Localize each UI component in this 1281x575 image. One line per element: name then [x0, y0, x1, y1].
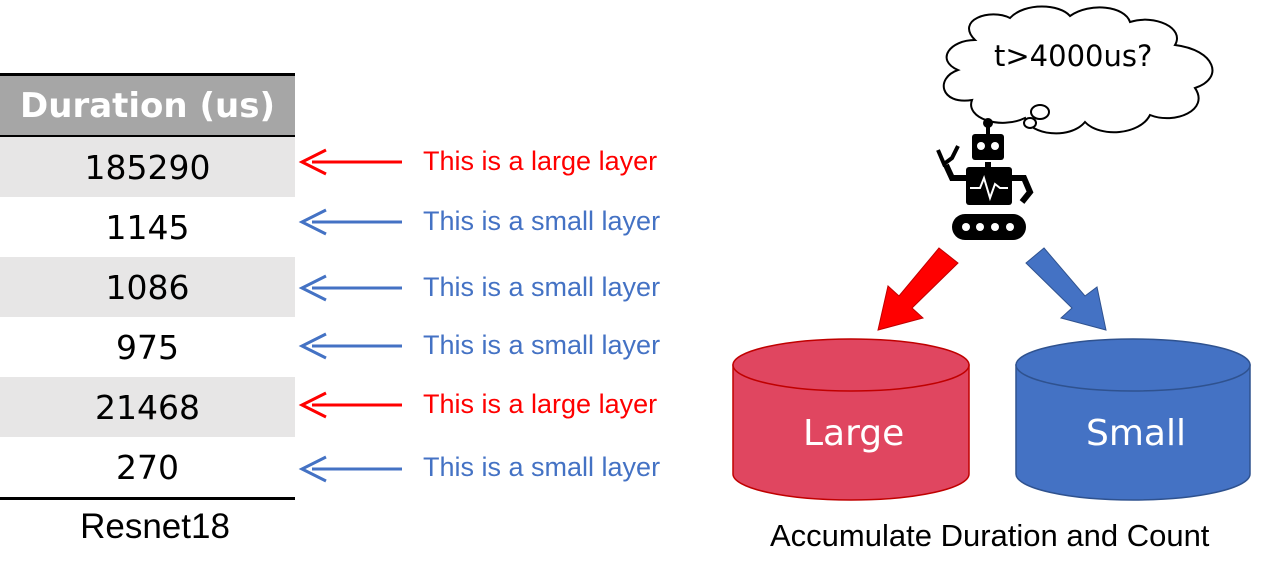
thought-cloud-icon [942, 5, 1214, 135]
table-header: Duration (us) [0, 76, 295, 135]
small-bucket-icon [1015, 338, 1251, 501]
arrow-left-icon [298, 391, 402, 419]
large-bucket-icon [732, 338, 970, 501]
table-row: 1145 [105, 207, 190, 247]
table-top-rule [0, 73, 295, 76]
annotation-label: This is a small layer [423, 206, 661, 236]
annotation-label: This is a large layer [423, 389, 658, 419]
arrow-left-icon [298, 332, 402, 360]
thought-text: t>4000us? [994, 39, 1153, 73]
table-bottom-rule [0, 497, 295, 500]
table-row: 270 [116, 447, 179, 487]
small-bucket-label: Small [1086, 413, 1186, 454]
table-row: 975 [116, 327, 179, 367]
arrow-left-icon [298, 208, 402, 236]
arrow-left-icon [298, 148, 402, 176]
table-caption: Resnet18 [80, 507, 230, 546]
diagram-caption: Accumulate Duration and Count [770, 518, 1210, 553]
arrow-left-icon [298, 274, 402, 302]
arrow-down-left-icon [877, 247, 959, 331]
large-bucket-label: Large [803, 413, 905, 454]
annotation-label: This is a small layer [423, 452, 661, 482]
arrow-left-icon [298, 455, 402, 483]
annotation-label: This is a small layer [423, 330, 661, 360]
arrow-down-right-icon [1025, 247, 1107, 331]
annotation-label: This is a small layer [423, 272, 661, 302]
duration-table: Duration (us) 185290 1145 1086 975 21468… [0, 73, 295, 500]
table-header-rule [0, 135, 295, 137]
table-row: 1086 [0, 257, 295, 317]
table-row: 21468 [0, 377, 295, 437]
robot-icon [936, 118, 1034, 240]
table-row: 185290 [0, 137, 295, 197]
annotation-label: This is a large layer [423, 146, 658, 176]
